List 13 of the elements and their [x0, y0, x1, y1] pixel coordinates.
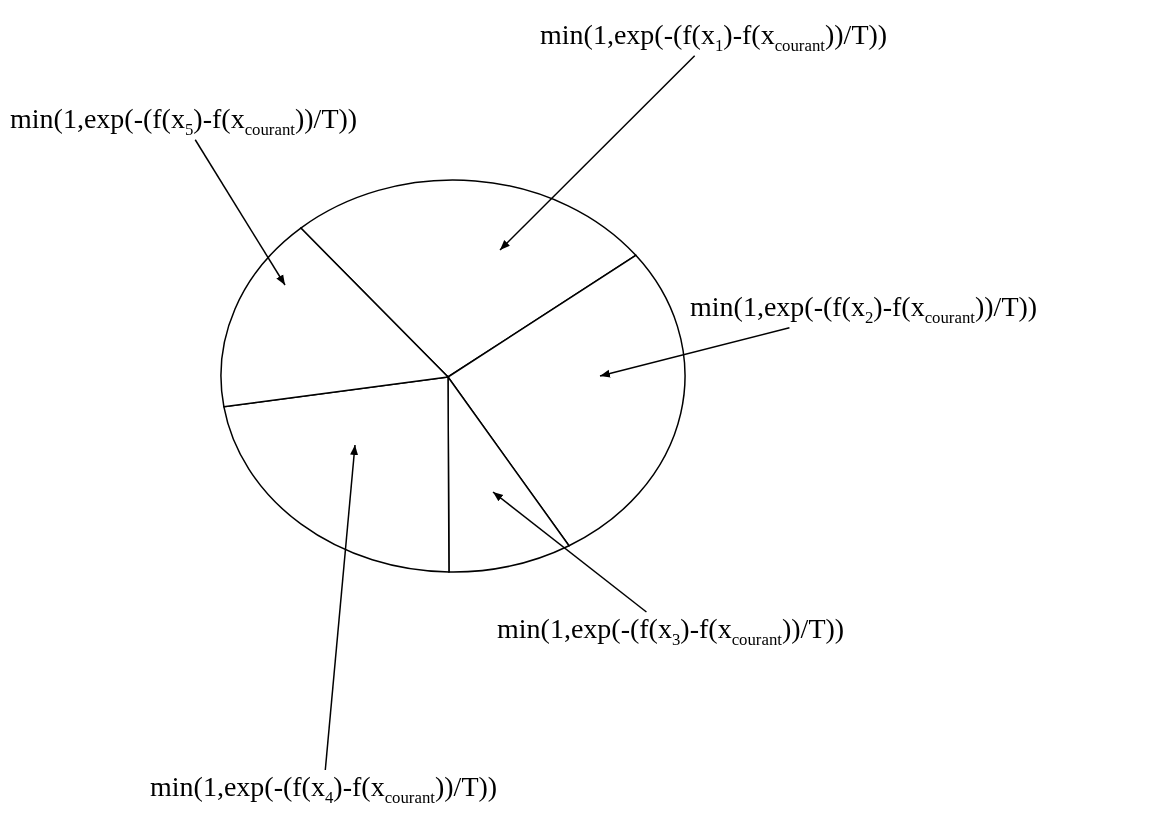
pie-sector [223, 376, 450, 573]
pie-sector [447, 376, 570, 573]
leader-line [499, 55, 696, 251]
leader-line [194, 139, 286, 286]
leader-line [599, 327, 791, 378]
pie-sector [220, 227, 449, 408]
probability-formula: min(1,exp(-(f(x$_{2}$)-f(x$_{courant}$))/T)) [690, 290, 1038, 328]
leader-line [492, 491, 648, 613]
probability-formula: min(1,exp(-(f(x$_{4}$)-f(x$_{courant}$))/T)) [150, 770, 498, 808]
probability-formula: min(1,exp(-(f(x$_{5}$)-f(x$_{courant}$))/T)) [10, 102, 358, 140]
leader-line [324, 444, 359, 771]
probability-formula: min(1,exp(-(f(x$_{1}$)-f(x$_{courant}$))/T)) [540, 18, 888, 56]
probability-formula: min(1,exp(-(f(x$_{3}$)-f(x$_{courant}$))/T)) [497, 612, 845, 650]
